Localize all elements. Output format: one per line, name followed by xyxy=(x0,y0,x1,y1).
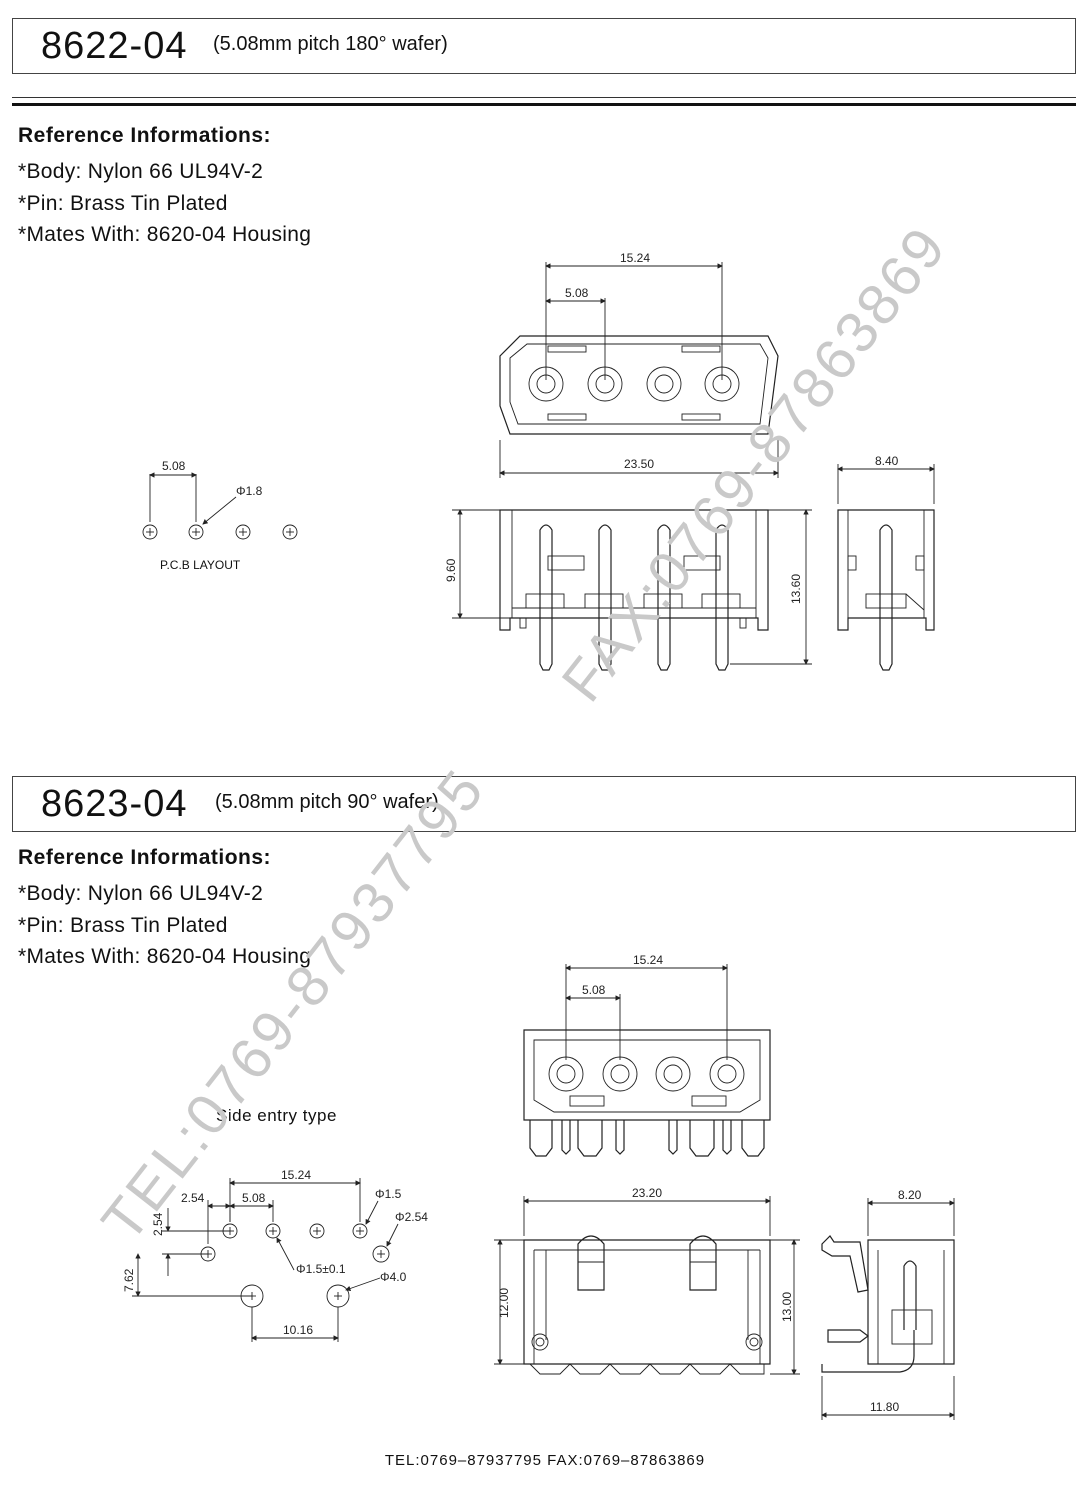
section2-body-height-label: 12.00 xyxy=(497,1288,511,1318)
section2-ref-heading: Reference Informations: xyxy=(18,846,272,869)
section2-pcb-vert-label: 7.62 xyxy=(122,1268,136,1292)
section2-front-view: 23.20 12.00 13.00 xyxy=(494,1186,800,1375)
section1-subtitle: (5.08mm pitch 180° wafer) xyxy=(213,33,448,55)
section2-pcb-row-label: 2.54 xyxy=(151,1212,165,1236)
section2-mates-spec: *Mates With: 8620-04 Housing xyxy=(18,945,312,968)
section2-foot-label: 11.80 xyxy=(870,1400,899,1414)
section1-depth-label: 8.40 xyxy=(875,454,899,468)
section1-mates-spec: *Mates With: 8620-04 Housing xyxy=(18,223,312,246)
section1-width-label: 23.50 xyxy=(624,457,654,471)
section2-title-box: 8623-04 (5.08mm pitch 90° wafer) xyxy=(12,776,1076,832)
section1-pcb-layout-label: P.C.B LAYOUT xyxy=(160,558,241,572)
section2-hole-40-label: Φ4.0 xyxy=(380,1270,407,1284)
section1-pcb-hole-label: Φ1.8 xyxy=(236,484,263,498)
section2-pcb-total-label: 15.24 xyxy=(281,1168,311,1182)
section1-pcb-layout: 5.08 Φ1.8 xyxy=(142,459,298,540)
section1-side-view: 8.40 xyxy=(837,454,935,671)
section1-rule-thick xyxy=(12,103,1076,106)
section1-body-height-label: 9.60 xyxy=(444,558,458,582)
section2-top-pitch-total: 15.24 xyxy=(633,953,663,967)
footer-contact: TEL:0769–87937795 FAX:0769–87863869 xyxy=(384,1452,706,1469)
section2-hole-15-label: Φ1.5 xyxy=(375,1187,402,1201)
section1-front-view: 9.60 13.60 xyxy=(444,509,812,671)
section1-total-height-label: 13.60 xyxy=(789,574,803,604)
section1-top-pitch: 5.08 xyxy=(565,286,589,300)
section1-top-pitch-total: 15.24 xyxy=(620,251,650,265)
section2-pcb-pitch-label: 5.08 xyxy=(242,1191,266,1205)
section2-pcb-offset-label: 2.54 xyxy=(181,1191,205,1205)
section2-pcb-layout: 15.24 2.54 5.08 2.54 7.62 Φ1.5 Φ2.54 Φ1.… xyxy=(122,1168,428,1342)
section2-width-label: 23.20 xyxy=(632,1186,662,1200)
section2-hole-15tol-label: Φ1.5±0.1 xyxy=(296,1262,346,1276)
section1-title-box: 8622-04 (5.08mm pitch 180° wafer) xyxy=(12,18,1076,74)
section2-body-spec: *Body: Nylon 66 UL94V-2 xyxy=(18,882,264,905)
section2-side-entry-label: Side entry type xyxy=(216,1106,337,1125)
section2-depth-label: 8.20 xyxy=(898,1188,922,1202)
section2-total-height-label: 13.00 xyxy=(780,1292,794,1322)
section1-rule-thin xyxy=(12,97,1076,98)
section1-pcb-pitch-label: 5.08 xyxy=(162,459,186,473)
section1-body-spec: *Body: Nylon 66 UL94V-2 xyxy=(18,160,264,183)
section1-pin-spec: *Pin: Brass Tin Plated xyxy=(18,192,228,215)
section2-hole-254-label: Φ2.54 xyxy=(395,1210,428,1224)
section1-top-view: 15.24 5.08 23.50 xyxy=(499,251,779,478)
section1-part-number: 8622-04 xyxy=(41,25,188,67)
section2-pin-spec: *Pin: Brass Tin Plated xyxy=(18,914,228,937)
section2-top-view: 15.24 5.08 xyxy=(523,953,771,1157)
section2-part-number: 8623-04 xyxy=(41,783,188,825)
section2-subtitle: (5.08mm pitch 90° wafer) xyxy=(215,791,439,813)
section1-ref-heading: Reference Informations: xyxy=(18,124,272,147)
section2-top-pitch: 5.08 xyxy=(582,983,606,997)
section2-pcb-peg-label: 10.16 xyxy=(283,1323,313,1337)
section2-side-view: 8.20 11.80 xyxy=(821,1188,955,1420)
